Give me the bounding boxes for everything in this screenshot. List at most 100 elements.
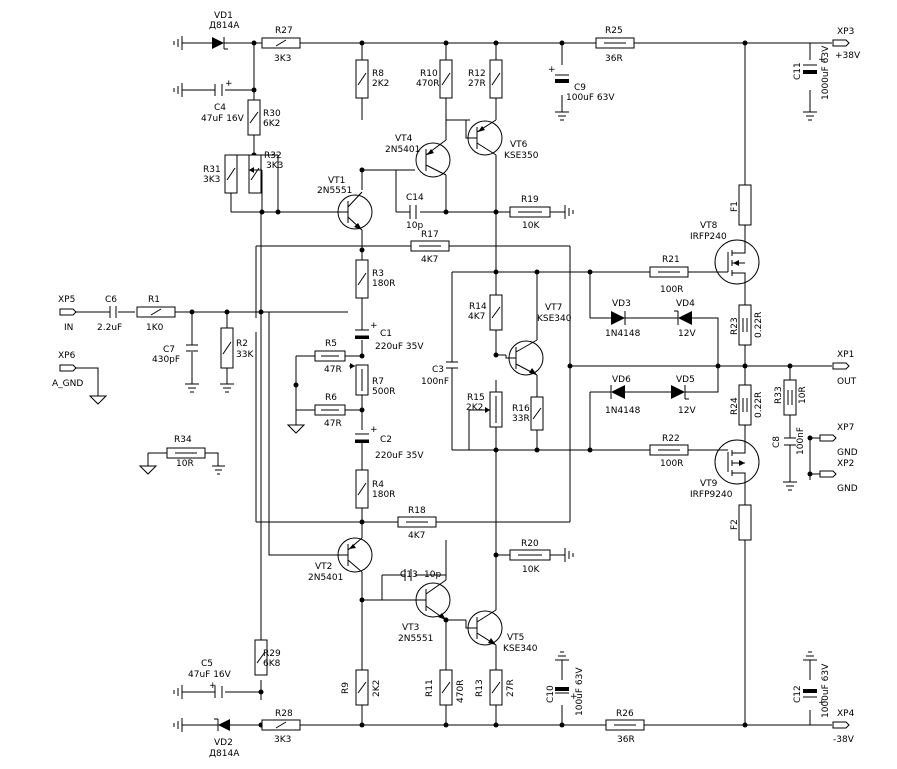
- label-c5-val: 47uF 16V: [188, 670, 232, 680]
- label-vd1: VD1: [214, 11, 233, 21]
- label-c8-val: 100nF: [796, 427, 806, 455]
- label-r24: R24: [730, 397, 740, 415]
- resistor-r33: [783, 379, 797, 416]
- label-r33: R33: [774, 386, 784, 404]
- resistors: [136, 37, 797, 731]
- label-c5: C5: [201, 659, 213, 669]
- label-r23-val: 0.22R: [754, 312, 764, 338]
- label-vd6: VD6: [612, 375, 631, 385]
- label-r3-val: 180R: [372, 279, 395, 289]
- label-r9: R9: [341, 682, 351, 694]
- plus-c11: +: [818, 55, 826, 65]
- label-f2: F2: [730, 519, 740, 530]
- label-c2: C2: [380, 435, 392, 445]
- label-vd5: VD5: [676, 375, 695, 385]
- label-r20: R20: [521, 539, 539, 549]
- label-r2-val: 33K: [236, 350, 254, 360]
- label-vt2-val: 2N5401: [308, 573, 343, 583]
- label-r2: R2: [236, 339, 248, 349]
- label-r30-val: 6K2: [263, 119, 280, 129]
- connectors: [59, 39, 850, 729]
- label-c10-val: 100uF 63V: [575, 667, 585, 716]
- label-c12: C12: [793, 685, 803, 703]
- label-r1: R1: [148, 295, 160, 305]
- label-vt6-val: KSE350: [504, 151, 539, 161]
- label-r13: R13: [475, 679, 485, 697]
- label-vt7: VT7: [545, 303, 562, 313]
- label-r28: R28: [275, 709, 293, 719]
- label-r17-val: 4K7: [421, 255, 438, 265]
- label-xp6: XP6: [58, 351, 76, 361]
- label-r11-val: 470R: [456, 680, 466, 703]
- label-c4: C4: [214, 103, 226, 113]
- label-r5-val: 47R: [324, 365, 342, 375]
- plus-c10: +: [570, 692, 578, 702]
- label-xp1: XP1: [837, 350, 854, 360]
- plus-c12: +: [818, 698, 826, 708]
- label-r14-val: 4K7: [468, 312, 485, 322]
- label-c9: C9: [574, 83, 586, 93]
- label-xp7-name: GND: [837, 448, 858, 458]
- label-r12: R12: [468, 69, 486, 79]
- label-vt1-val: 2N5551: [317, 186, 352, 196]
- label-r17: R17: [421, 230, 439, 240]
- label-vt8: VT8: [700, 221, 718, 231]
- label-c7: C7: [163, 345, 175, 355]
- label-c3-val: 100nF: [421, 377, 449, 387]
- label-xp5-name: IN: [64, 323, 73, 333]
- label-c2-val: 220uF 35V: [375, 451, 424, 461]
- label-r8: R8: [372, 69, 384, 79]
- label-r14: R14: [469, 302, 487, 312]
- label-vt5: VT5: [507, 633, 524, 643]
- label-vt3-val: 2N5551: [398, 634, 433, 644]
- label-r28-val: 3K3: [274, 735, 291, 745]
- label-vt8-val: IRFP240: [690, 232, 727, 242]
- label-r21: R21: [662, 255, 680, 265]
- label-r33-val: 10R: [798, 386, 808, 404]
- label-r6: R6: [325, 393, 337, 403]
- capacitors: + + + + + + + +: [109, 55, 826, 708]
- label-xp5: XP5: [58, 295, 75, 305]
- label-r18: R18: [408, 506, 426, 516]
- label-xp7: XP7: [837, 423, 854, 433]
- label-vd1-val: Д814А: [209, 21, 240, 31]
- label-vd2-val: Д814А: [209, 749, 240, 759]
- label-r34-val: 10R: [176, 459, 194, 469]
- label-r12-val: 27R: [468, 79, 486, 89]
- label-c1-val: 220uF 35V: [375, 342, 424, 352]
- label-vt7-val: KSE340: [537, 314, 572, 324]
- label-vd4: VD4: [676, 299, 695, 309]
- label-r27-val: 3K3: [274, 54, 291, 64]
- label-c7-val: 430pF: [152, 355, 180, 365]
- label-r15: R15: [467, 393, 485, 403]
- label-r6-val: 47R: [324, 419, 342, 429]
- label-r19: R19: [521, 195, 539, 205]
- label-vt4-val: 2N5401: [385, 145, 420, 155]
- label-vd3-val: 1N4148: [605, 329, 641, 339]
- label-vt5-val: KSE340: [503, 644, 538, 654]
- label-vt2: VT2: [315, 562, 332, 572]
- label-vd4-val: 12V: [678, 329, 696, 339]
- transistors: [337, 119, 760, 646]
- fuse-f1: [738, 184, 752, 226]
- label-r8-val: 2K2: [372, 79, 389, 89]
- label-xp6-name: A_GND: [52, 379, 83, 389]
- label-r22: R22: [662, 434, 680, 444]
- label-r10: R10: [420, 69, 438, 79]
- label-r16-val: 33R: [512, 414, 530, 424]
- label-r25: R25: [605, 26, 623, 36]
- label-r30: R30: [263, 109, 281, 119]
- label-xp1-name: OUT: [837, 377, 857, 387]
- label-c1: C1: [380, 329, 392, 339]
- label-c3: C3: [432, 365, 444, 375]
- label-r20-val: 10K: [522, 565, 540, 575]
- label-c6-val: 2.2uF: [97, 323, 122, 333]
- label-xp3: XP3: [837, 27, 854, 37]
- label-xp2: XP2: [837, 459, 854, 469]
- label-r7: R7: [372, 377, 384, 387]
- label-vt4: VT4: [395, 134, 413, 144]
- label-r32-val: 3K3: [266, 161, 283, 171]
- label-r18-val: 4K7: [408, 531, 425, 541]
- label-c6: C6: [105, 295, 117, 305]
